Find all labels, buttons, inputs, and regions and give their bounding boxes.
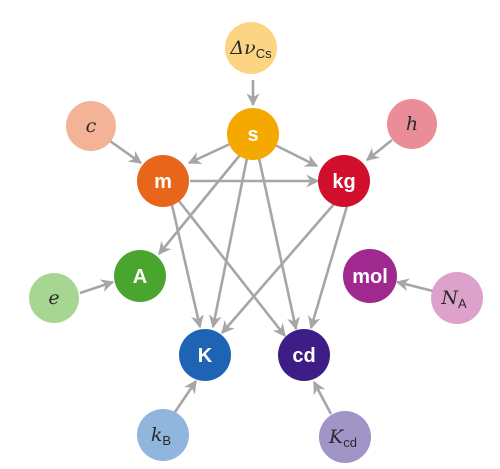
base-unit-node-m: m	[137, 155, 189, 207]
base-unit-circle	[278, 329, 330, 381]
defining-constants: ΔνCs c h e NA kB Kcd	[29, 22, 483, 463]
arrow-m-to-K	[170, 204, 204, 329]
base-unit-circle	[343, 249, 397, 303]
si-base-units: s m kg A mol K cd	[114, 108, 397, 381]
base-unit-node-a: A	[114, 250, 166, 302]
base-unit-label: kg	[332, 171, 355, 193]
arrow-s-to-kg	[274, 143, 319, 168]
arrow-kg-to-K	[221, 195, 342, 334]
constant-circle	[29, 273, 79, 323]
constant-circle	[319, 411, 371, 463]
constant-node-kb: kB	[137, 409, 189, 461]
constant-label: kB	[151, 424, 171, 448]
base-unit-node-mol: mol	[343, 249, 397, 303]
arrow-kg-to-cd	[308, 205, 349, 330]
constant-node-c: c	[66, 101, 116, 151]
arrow-kB-to-K	[173, 379, 198, 413]
base-unit-circle	[179, 329, 231, 381]
arrow-m-to-cd	[177, 200, 287, 338]
arrow-s-to-A	[157, 154, 242, 256]
constant-label: h	[406, 113, 418, 135]
constant-label: Kcd	[328, 426, 357, 450]
constant-label: NA	[440, 287, 467, 311]
arrow-NA-to-mol	[395, 278, 434, 293]
constant-circle	[66, 101, 116, 151]
arrow-s-to-K	[208, 157, 249, 329]
arrow-c-to-m	[109, 139, 143, 165]
arrow-e-to-A	[79, 279, 115, 295]
constant-node-kcd: Kcd	[319, 411, 371, 463]
arrow-Kcd-to-cd	[312, 380, 333, 415]
constant-node-na: NA	[431, 272, 483, 324]
base-unit-node-s: s	[227, 108, 279, 160]
base-unit-label: cd	[292, 345, 315, 367]
arrow-s-to-cd	[257, 157, 300, 331]
dependency-arrows	[79, 80, 434, 415]
constant-circle	[387, 99, 437, 149]
constant-label: ΔνCs	[229, 37, 272, 61]
base-unit-circle	[137, 155, 189, 207]
base-unit-circle	[227, 108, 279, 160]
base-unit-label: K	[198, 345, 213, 367]
constant-node-e: e	[29, 273, 79, 323]
base-unit-node-cd: cd	[278, 329, 330, 381]
base-unit-label: m	[154, 171, 172, 193]
constant-node-h: h	[387, 99, 437, 149]
constant-circle	[225, 22, 277, 74]
base-unit-node-k: K	[179, 329, 231, 381]
arrow-h-to-kg	[365, 138, 393, 162]
constant-circle	[137, 409, 189, 461]
constant-circle	[431, 272, 483, 324]
base-unit-label: A	[133, 266, 147, 288]
constant-label: c	[86, 115, 97, 137]
constant-node-delta-nu-cs: ΔνCs	[225, 22, 277, 74]
constant-label: e	[48, 287, 59, 309]
base-unit-circle	[114, 250, 166, 302]
base-unit-node-kg: kg	[318, 155, 370, 207]
base-unit-label: mol	[352, 266, 388, 288]
base-unit-label: s	[247, 124, 258, 146]
arrow-s-to-m	[187, 142, 231, 165]
base-unit-circle	[318, 155, 370, 207]
